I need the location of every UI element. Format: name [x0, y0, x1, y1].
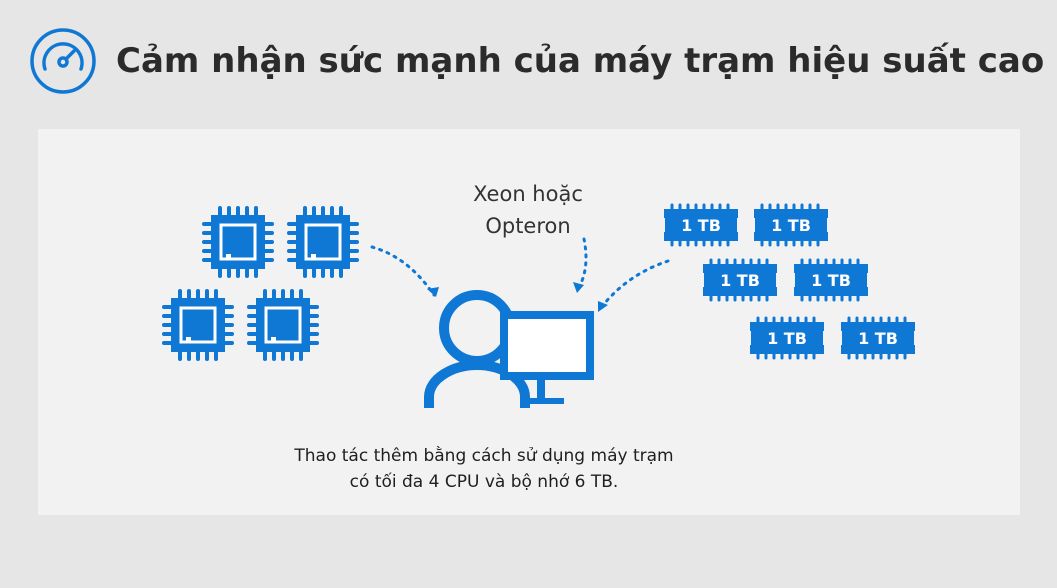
- memory-to-workstation-arrow: [598, 259, 670, 311]
- workstation-diagram: 1 TB 1 TB 1 TB 1 TB 1 TB 1 TB: [162, 203, 919, 408]
- memory-module-icon: 1 TB: [750, 203, 832, 247]
- cpu-chip-icon: [287, 206, 359, 278]
- diagram-caption: Thao tác thêm bằng cách sử dụng máy trạm…: [279, 443, 689, 495]
- memory-module-icon: 1 TB: [837, 316, 919, 360]
- speedometer-icon: [30, 28, 96, 94]
- memory-module-icon: 1 TB: [790, 258, 872, 302]
- memory-module-label: 1 TB: [858, 329, 898, 348]
- cpu-type-label: Xeon hoặc Opteron: [438, 178, 618, 242]
- memory-module-label: 1 TB: [681, 216, 721, 235]
- cpu-chip-icon: [202, 206, 274, 278]
- label-to-workstation-arrow: [576, 237, 588, 291]
- diagram-panel: 1 TB 1 TB 1 TB 1 TB 1 TB 1 TB: [38, 129, 1020, 515]
- cpu-type-label-line2: Opteron: [485, 214, 571, 238]
- memory-module-icon: 1 TB: [699, 258, 781, 302]
- memory-module-label: 1 TB: [767, 329, 807, 348]
- cpu-to-workstation-arrow: [370, 245, 436, 297]
- memory-module-label: 1 TB: [720, 271, 760, 290]
- memory-module-label: 1 TB: [771, 216, 811, 235]
- cpu-chip-icon: [247, 289, 319, 361]
- memory-module-icon: 1 TB: [746, 316, 828, 360]
- memory-module-label: 1 TB: [811, 271, 851, 290]
- memory-modules: 1 TB 1 TB 1 TB 1 TB 1 TB 1 TB: [660, 203, 919, 360]
- cpu-chip-icon: [162, 289, 234, 361]
- caption-line1: Thao tác thêm bằng cách sử dụng máy trạm: [294, 446, 674, 466]
- monitor-icon: [500, 311, 594, 404]
- page-title: Cảm nhận sức mạnh của máy trạm hiệu suất…: [116, 41, 1045, 81]
- caption-line2: có tối đa 4 CPU và bộ nhớ 6 TB.: [349, 472, 619, 492]
- cpu-type-label-line1: Xeon hoặc: [473, 182, 583, 206]
- cpu-chips: [162, 206, 359, 361]
- memory-module-icon: 1 TB: [660, 203, 742, 247]
